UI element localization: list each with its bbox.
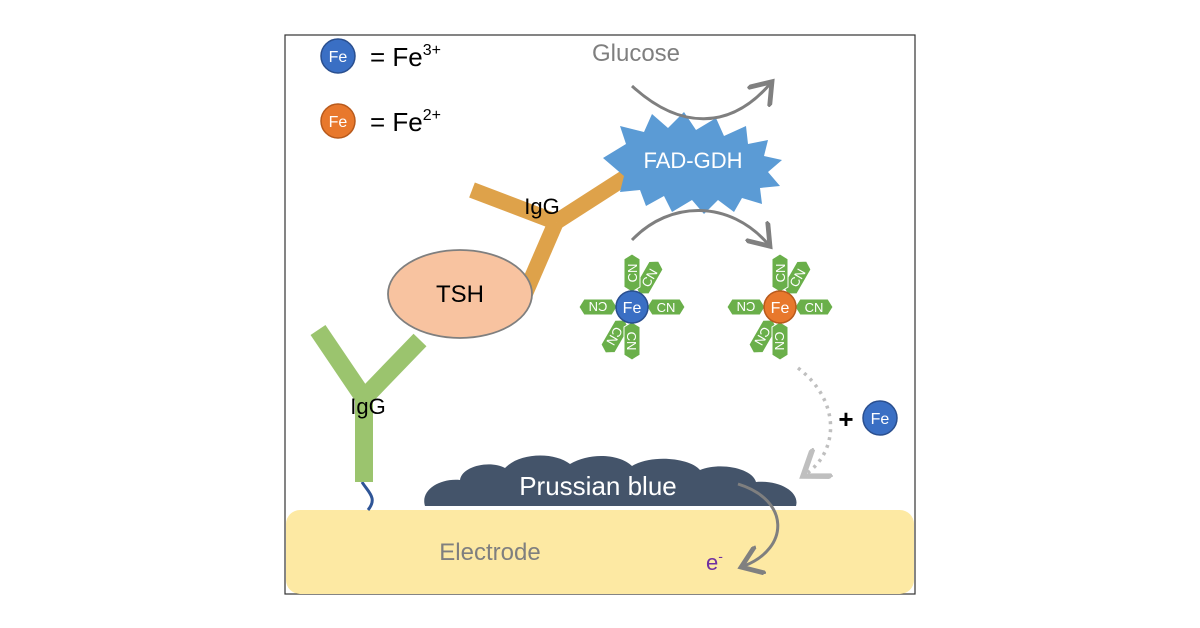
cn-ligand-label: CN [805,300,824,315]
glucose-oxidation-arrow [630,84,770,121]
legend-fe3-symbol: Fe [329,49,348,66]
tsh-antigen [387,249,533,339]
glucose-label: Glucose [592,40,680,67]
fe-center-label: Fe [623,300,642,317]
electrode-label: Electrode [439,539,540,566]
tsh-label: TSH [436,281,484,308]
electron-label: e- [706,548,723,575]
fad-gdh-enzyme [603,112,782,214]
cn-ligand: CN [578,298,618,316]
igg-bottom-label: IgG [350,394,385,419]
cn-ligand-label: CN [657,300,676,315]
electron-transfer-arrow [738,482,780,566]
legend-fe2: Fe = Fe2+ [320,103,441,139]
cn-ligand: CN [623,321,641,361]
cn-ligand: CN [634,260,664,295]
igg-top-label: IgG [524,194,559,219]
cn-ligand: CN [794,298,834,316]
plus-fe3-ion: Fe [862,400,898,436]
fe-center-ion [763,290,797,324]
cn-ligand: CN [771,321,789,361]
cn-ligand: CN [646,298,686,316]
igg-bottom-antibody [310,324,427,482]
legend-fe2-ion [320,103,356,139]
electrode [286,510,914,594]
fad-gdh-label: FAD-GDH [644,148,743,173]
prussian-blue-label: Prussian blue [519,471,677,501]
regeneration-arrow [796,366,831,474]
cn-ligand: CN [771,253,789,293]
svg-text:Fe: Fe [871,411,890,428]
cn-ligand: CN [726,298,766,316]
cn-ligand: CN [600,319,630,354]
fe-center-ion [615,290,649,324]
cn-ligand: CN [623,253,641,293]
cn-ligand-label: CN [772,332,787,351]
cn-ligand-label: CN [625,264,640,283]
antibody-linker [360,481,374,511]
cn-ligand-label: CN [589,299,608,314]
legend-fe3-ion [320,38,356,74]
plus-sign: + [838,404,853,434]
legend-fe3: Fe = Fe3+ [320,38,441,74]
fe-center-label: Fe [771,300,790,317]
cn-ligand-label: CN [624,332,639,351]
cn-ligand-label: CN [773,264,788,283]
cn-ligand-label: CN [737,299,756,314]
cn-ligand: CN [782,260,812,295]
legend-fe2-text: = Fe2+ [370,107,441,137]
legend-fe2-symbol: Fe [329,114,348,131]
mediator-reduction-arrow [630,209,768,244]
prussian-blue-cloud [424,455,797,506]
legend-fe3-text: = Fe3+ [370,42,441,72]
